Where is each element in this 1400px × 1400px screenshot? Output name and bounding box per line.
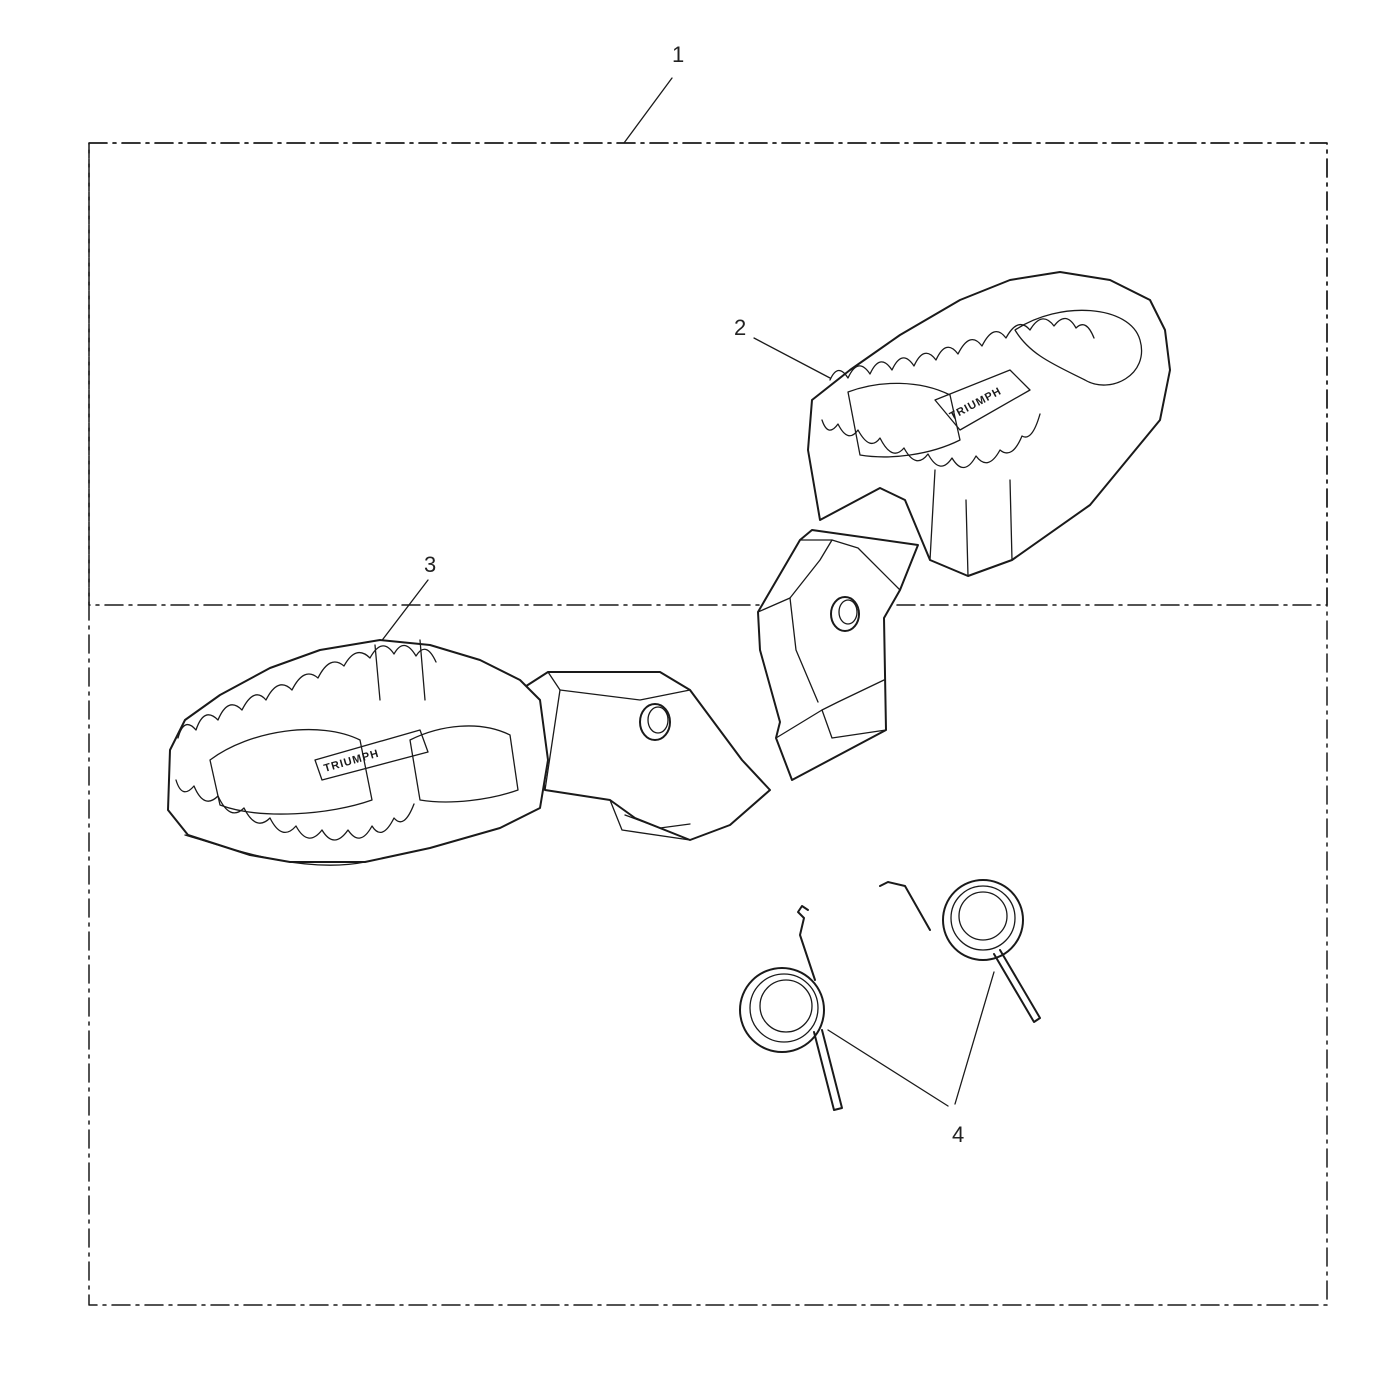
spring-right (879, 879, 1041, 1023)
callout-1: 1 (672, 42, 684, 67)
leader-line-4a (827, 1029, 949, 1107)
leader-line-1 (623, 77, 673, 144)
left-footpeg: TRIUMPH (167, 639, 771, 866)
leader-line-4b (954, 971, 995, 1105)
leader-line-2 (753, 337, 831, 379)
kit-boundary-box (88, 142, 1328, 1306)
callout-2: 2 (734, 315, 746, 340)
callout-4: 4 (952, 1122, 964, 1147)
spring-left (739, 905, 843, 1111)
right-footpeg: TRIUMPH (757, 271, 1171, 781)
leader-line-3 (379, 579, 429, 644)
callout-3: 3 (424, 552, 436, 577)
